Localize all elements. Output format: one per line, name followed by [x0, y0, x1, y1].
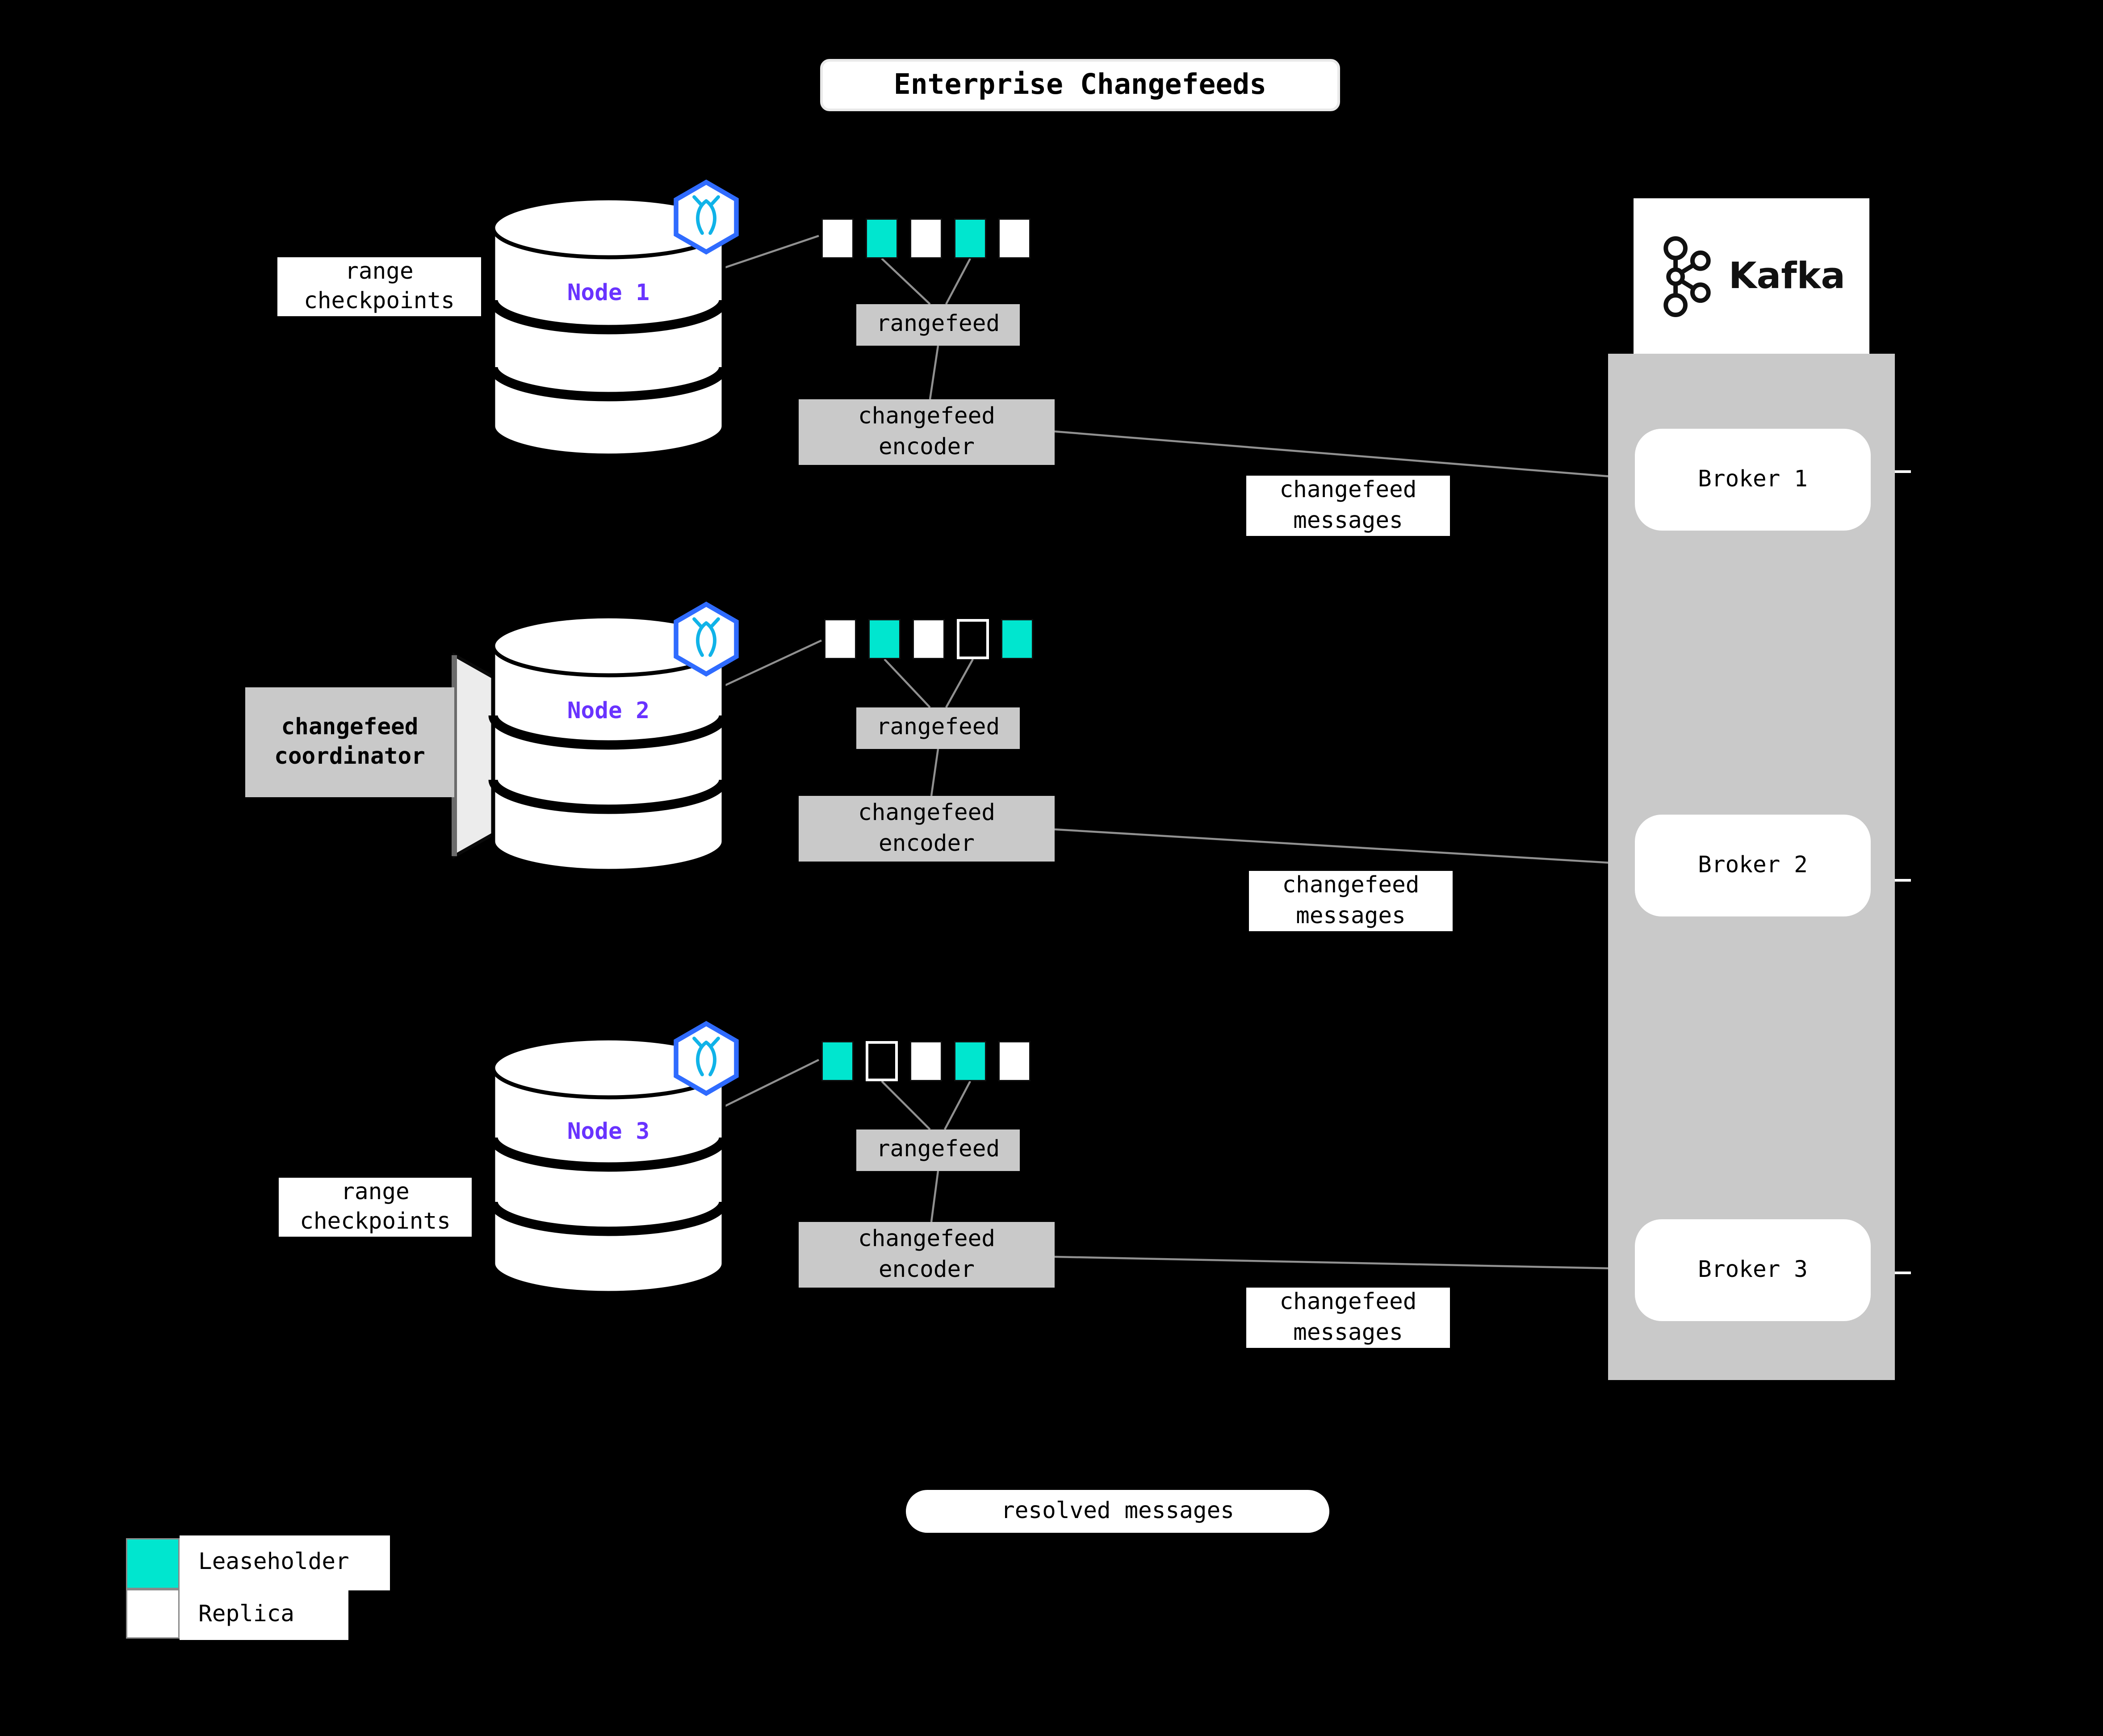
range-square-replica: [998, 218, 1031, 259]
node3-changefeed-encoder-label: changefeed encoder: [799, 1222, 1055, 1288]
resolved-messages-label: resolved messages: [906, 1490, 1329, 1533]
node2-ranges: [824, 619, 1033, 659]
range-square-empty: [866, 1041, 898, 1081]
node2-changefeed-encoder-label: changefeed encoder: [799, 796, 1055, 862]
range-square-leaseholder: [954, 218, 986, 259]
node2-crdb-logo-icon: [669, 601, 744, 677]
kafka-panel-ticks: [1894, 470, 1911, 1274]
node1-crdb-logo-icon: [669, 179, 744, 255]
legend-replica-swatch: [126, 1589, 180, 1639]
connector-lines: [723, 234, 1634, 1270]
node3-range-checkpoints-label: range checkpoints: [279, 1178, 472, 1237]
kafka-logo-icon: [1663, 235, 1711, 317]
node3-label: Node 3: [567, 1119, 650, 1146]
node2-changefeed-messages-label: changefeed messages: [1249, 871, 1453, 931]
node1-rangefeed-label: rangefeed: [856, 304, 1020, 346]
node3-rangefeed-label: rangefeed: [856, 1129, 1020, 1171]
broker-3: Broker 3: [1635, 1219, 1871, 1321]
legend-replica-label: Replica: [180, 1590, 348, 1640]
range-square-replica: [913, 619, 945, 659]
range-square-replica: [824, 619, 856, 659]
range-square-leaseholder: [1001, 619, 1033, 659]
range-square-replica: [910, 218, 942, 259]
range-square-replica: [821, 218, 854, 259]
changefeed-coordinator-label: changefeed coordinator: [245, 687, 454, 797]
range-square-leaseholder: [954, 1041, 986, 1081]
range-square-replica: [910, 1041, 942, 1081]
kafka-logo-box: Kafka: [1634, 198, 1869, 354]
range-square-leaseholder: [866, 218, 898, 259]
legend-leaseholder-label: Leaseholder: [180, 1535, 390, 1590]
node1-changefeed-encoder-label: changefeed encoder: [799, 399, 1055, 465]
node1-ranges: [821, 218, 1031, 259]
range-square-leaseholder: [868, 619, 901, 659]
node3-crdb-logo-icon: [669, 1021, 744, 1096]
node1-cylinder: [488, 196, 729, 458]
node1-label: Node 1: [567, 280, 650, 307]
legend-leaseholder-swatch: [126, 1538, 180, 1589]
coordinator-funnel-shape: [452, 652, 496, 859]
diagram-title: Enterprise Changefeeds: [820, 59, 1340, 111]
kafka-label: Kafka: [1728, 255, 1846, 297]
range-square-empty: [957, 619, 989, 659]
node3-ranges: [821, 1041, 1031, 1081]
broker-2: Broker 2: [1635, 815, 1871, 916]
node1-range-checkpoints-label: range checkpoints: [277, 257, 481, 316]
node2-label: Node 2: [567, 698, 650, 725]
broker-1: Broker 1: [1635, 429, 1871, 531]
node2-rangefeed-label: rangefeed: [856, 707, 1020, 749]
range-square-leaseholder: [821, 1041, 854, 1081]
node1-changefeed-messages-label: changefeed messages: [1246, 476, 1450, 536]
node3-changefeed-messages-label: changefeed messages: [1246, 1288, 1450, 1348]
node2-cylinder: [488, 614, 729, 873]
range-square-replica: [998, 1041, 1031, 1081]
